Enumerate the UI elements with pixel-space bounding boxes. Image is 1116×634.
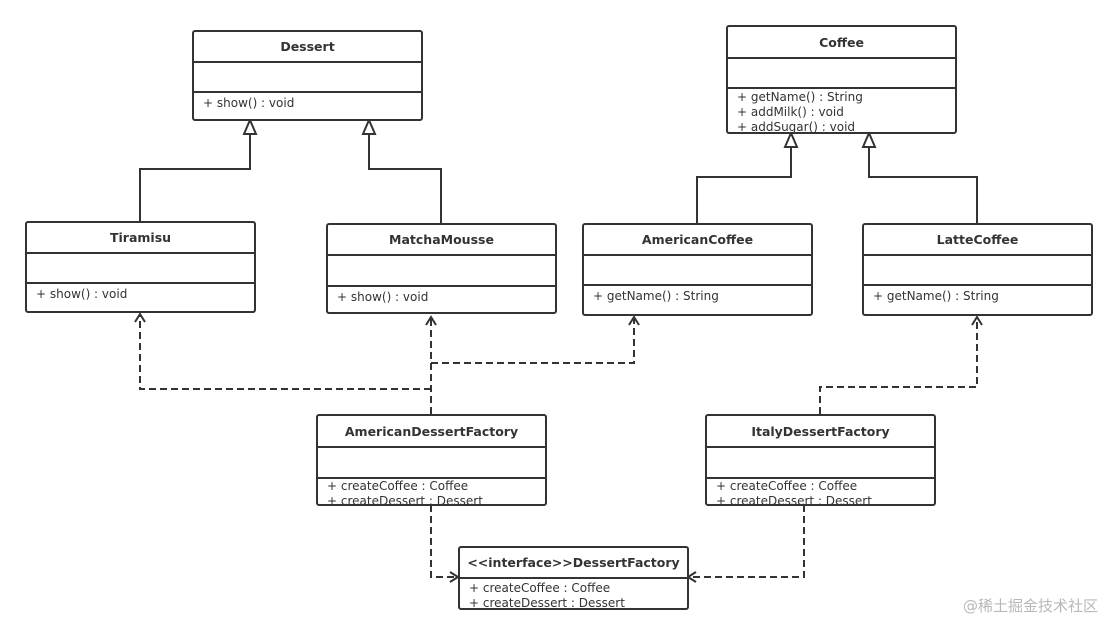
class-american-dessert-factory[interactable]: AmericanDessertFactory + createCoffee : … xyxy=(316,414,547,509)
class-coffee[interactable]: Coffee + getName() : String + addMilk() … xyxy=(726,25,957,134)
class-name: Tiramisu xyxy=(27,223,254,254)
operation: + getName() : String xyxy=(873,289,999,303)
class-american-coffee[interactable]: AmericanCoffee + getName() : String xyxy=(582,223,813,316)
inherit-americancoffee-coffee xyxy=(696,147,792,223)
class-name: MatchaMousse xyxy=(328,225,555,256)
operations: + show() : void xyxy=(194,93,421,111)
dep-italy-latte xyxy=(819,318,978,414)
attributes xyxy=(318,448,545,479)
class-name: LatteCoffee xyxy=(864,225,1091,256)
operations: + show() : void xyxy=(27,284,254,302)
class-name: Dessert xyxy=(194,32,421,63)
class-dessert[interactable]: Dessert + show() : void xyxy=(192,30,423,121)
operation: + createDessert : Dessert xyxy=(716,494,872,508)
class-matcha-mousse[interactable]: MatchaMousse + show() : void xyxy=(326,223,557,314)
class-name: AmericanCoffee xyxy=(584,225,811,256)
class-italy-dessert-factory[interactable]: ItalyDessertFactory + createCoffee : Cof… xyxy=(705,414,936,509)
class-name: <<interface>>DessertFactory xyxy=(460,548,687,579)
inherit-arrowhead xyxy=(783,130,799,148)
inherit-tiramisu-dessert xyxy=(139,134,251,221)
attributes xyxy=(584,256,811,286)
dep-american-americancoffee xyxy=(431,318,635,364)
operation: + addSugar() : void xyxy=(737,120,856,134)
operation: + show() : void xyxy=(36,287,128,301)
attributes xyxy=(864,256,1091,286)
operations: + getName() : String xyxy=(584,286,811,304)
operations: + createCoffee : Coffee + createDessert … xyxy=(460,579,687,611)
class-name: AmericanDessertFactory xyxy=(318,416,545,448)
class-name: ItalyDessertFactory xyxy=(707,416,934,448)
operation: + createCoffee : Coffee xyxy=(469,581,611,595)
realize-american-interface xyxy=(430,505,456,578)
operation: + show() : void xyxy=(203,96,295,110)
class-tiramisu[interactable]: Tiramisu + show() : void xyxy=(25,221,256,313)
operation: + show() : void xyxy=(337,290,429,304)
operations: + getName() : String + addMilk() : void … xyxy=(728,89,955,135)
dep-arrowhead xyxy=(628,315,640,326)
operation: + createDessert : Dessert xyxy=(469,596,625,610)
inherit-arrowhead xyxy=(361,117,377,135)
dep-arrowhead xyxy=(134,312,146,323)
operations: + show() : void xyxy=(328,287,555,305)
operation: + getName() : String xyxy=(593,289,719,303)
operation: + createCoffee : Coffee xyxy=(716,479,858,493)
attributes xyxy=(27,254,254,284)
dep-american-tiramisu xyxy=(139,316,431,390)
operations: + createCoffee : Coffee + createDessert … xyxy=(707,479,934,509)
class-latte-coffee[interactable]: LatteCoffee + getName() : String xyxy=(862,223,1093,316)
inherit-arrowhead xyxy=(861,130,877,148)
attributes xyxy=(728,59,955,89)
operation: + addMilk() : void xyxy=(737,105,844,119)
operation: + createCoffee : Coffee xyxy=(327,479,469,493)
operation: + getName() : String xyxy=(737,90,863,104)
inherit-arrowhead xyxy=(242,117,258,135)
dep-arrowhead xyxy=(971,315,983,326)
dep-arrowhead xyxy=(425,315,437,326)
realize-italy-interface xyxy=(690,505,805,578)
attributes xyxy=(194,63,421,93)
class-name: Coffee xyxy=(728,27,955,59)
operations: + getName() : String xyxy=(864,286,1091,304)
operation: + createDessert : Dessert xyxy=(327,494,483,508)
inherit-latte-coffee xyxy=(868,147,978,223)
attributes xyxy=(328,256,555,287)
operations: + createCoffee : Coffee + createDessert … xyxy=(318,479,545,509)
interface-dessert-factory[interactable]: <<interface>>DessertFactory + createCoff… xyxy=(458,546,689,610)
inherit-matcha-dessert xyxy=(368,134,442,223)
attributes xyxy=(707,448,934,479)
watermark: @稀土掘金技术社区 xyxy=(962,597,1098,615)
